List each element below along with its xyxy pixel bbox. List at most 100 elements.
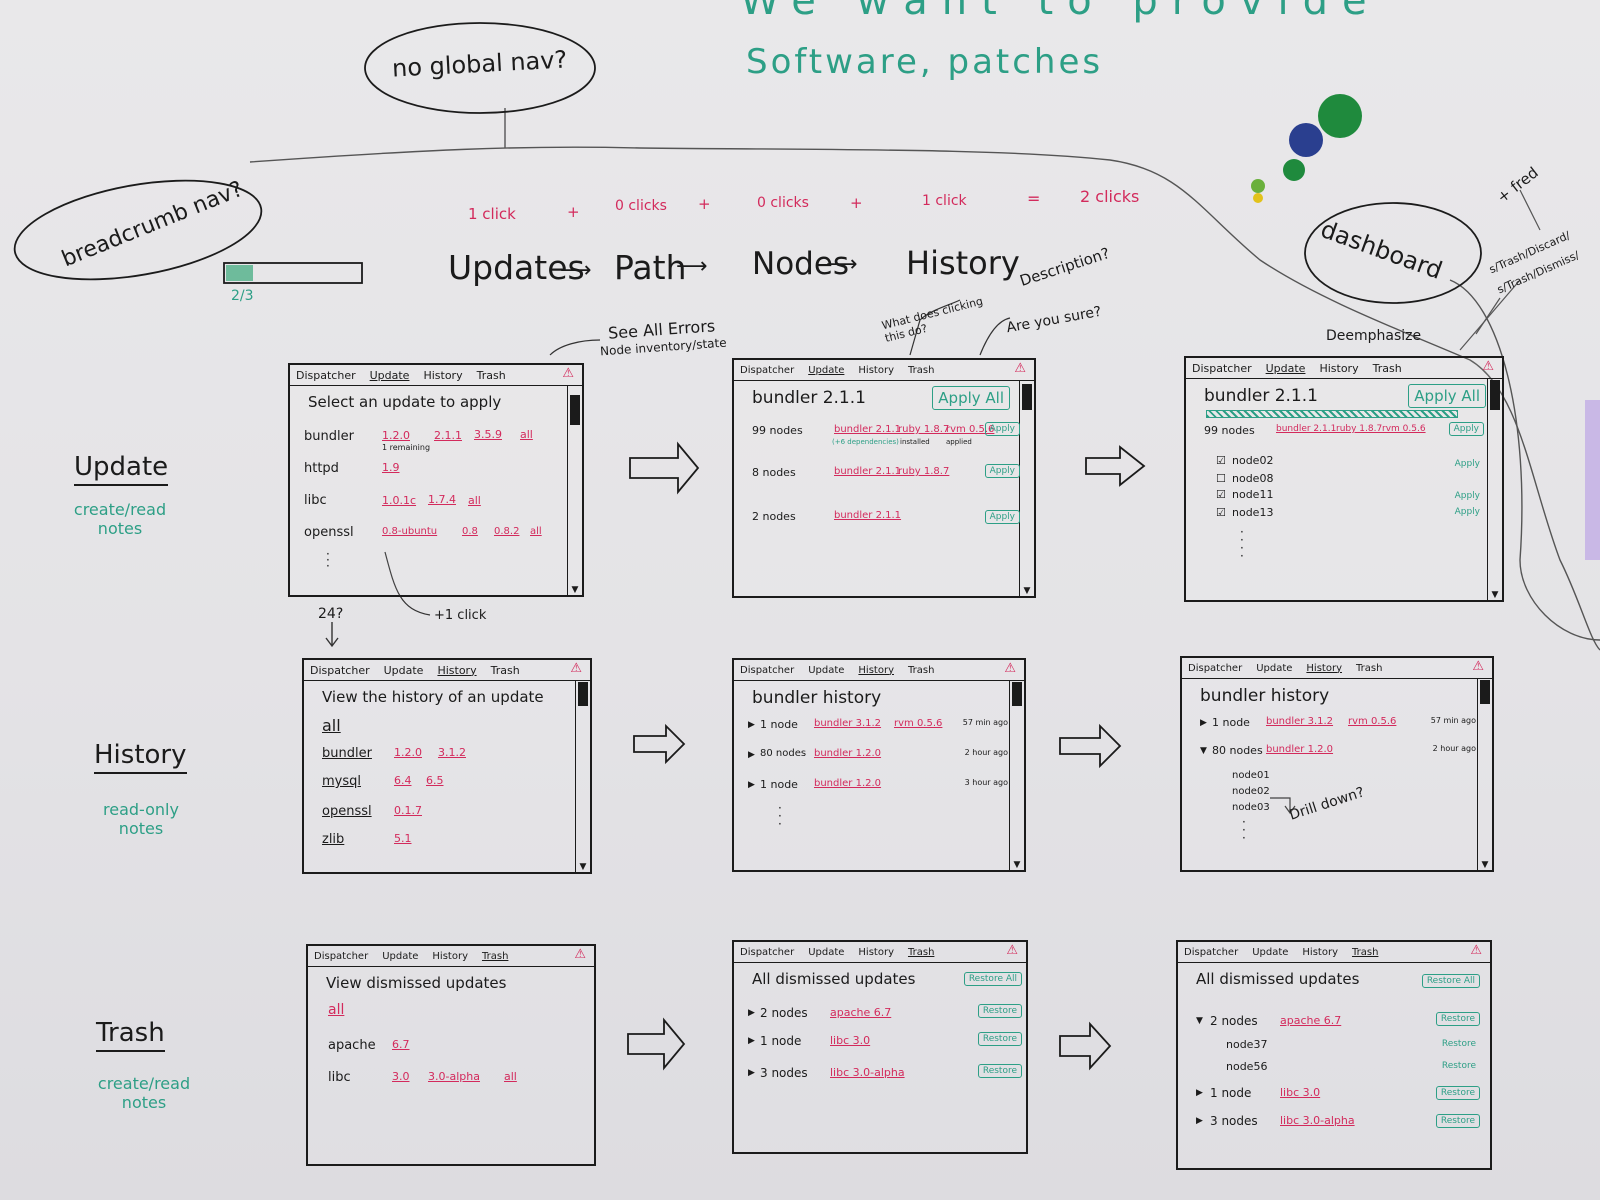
apply-button[interactable]: Apply xyxy=(984,464,1020,478)
version-link[interactable]: 3.5.9 xyxy=(474,428,502,441)
expand-arrow-icon[interactable]: ▶ xyxy=(748,720,755,730)
menu-trash[interactable]: Trash xyxy=(1355,662,1383,674)
all-link[interactable]: all xyxy=(504,1070,517,1083)
scrollbar[interactable]: ▼ xyxy=(567,385,582,595)
package-link[interactable]: ruby 1.8.7 xyxy=(1336,424,1383,434)
menu-update[interactable]: Update xyxy=(808,664,845,676)
package-link[interactable]: bundler 2.1.1 xyxy=(1276,424,1337,434)
version-link[interactable]: 1.2.0 xyxy=(382,429,410,442)
version-link[interactable]: 3.1.2 xyxy=(438,746,466,759)
all-link[interactable]: all xyxy=(468,494,481,507)
menu-history[interactable]: History xyxy=(1319,361,1359,375)
menu-trash[interactable]: Trash xyxy=(907,364,935,376)
history-row-name[interactable]: zlib xyxy=(322,832,345,847)
menu-history[interactable]: History xyxy=(1302,946,1338,958)
restore-button[interactable]: Restore xyxy=(1435,1086,1480,1100)
menu-trash[interactable]: Trash xyxy=(1351,946,1379,958)
alert-icon[interactable]: ⚠ xyxy=(1472,659,1484,674)
alert-icon[interactable]: ⚠ xyxy=(1482,359,1494,374)
menu-trash[interactable]: Trash xyxy=(476,368,506,382)
apply-button[interactable]: Apply xyxy=(984,422,1020,436)
menu-trash[interactable]: Trash xyxy=(1372,361,1402,375)
menu-update[interactable]: Update xyxy=(1252,946,1289,958)
node-checkbox[interactable]: ☑ xyxy=(1216,454,1226,467)
package-link[interactable]: rvm 0.5.6 xyxy=(1382,424,1426,434)
version-link[interactable]: 1.0.1c xyxy=(382,494,417,507)
package-link[interactable]: apache 6.7 xyxy=(1280,1014,1342,1027)
alert-icon[interactable]: ⚠ xyxy=(570,661,582,676)
alert-icon[interactable]: ⚠ xyxy=(1004,661,1016,676)
package-link[interactable]: bundler 1.2.0 xyxy=(1266,744,1334,755)
all-link[interactable]: all xyxy=(530,526,542,537)
apply-button[interactable]: Apply xyxy=(1454,491,1480,501)
package-link[interactable]: libc 3.0 xyxy=(1280,1086,1321,1099)
expand-arrow-icon[interactable]: ▶ xyxy=(748,1068,755,1078)
menu-history[interactable]: History xyxy=(858,364,894,376)
all-link[interactable]: all xyxy=(520,428,533,441)
version-link[interactable]: 1.2.0 xyxy=(394,746,422,759)
menu-history[interactable]: History xyxy=(858,664,894,676)
version-link[interactable]: 6.5 xyxy=(426,774,444,787)
node-checkbox[interactable]: ☐ xyxy=(1216,472,1226,485)
package-link[interactable]: bundler 1.2.0 xyxy=(814,778,882,789)
alert-icon[interactable]: ⚠ xyxy=(574,947,586,962)
version-link[interactable]: 6.4 xyxy=(394,774,412,787)
menu-history[interactable]: History xyxy=(432,950,468,962)
package-link[interactable]: bundler 2.1.1 xyxy=(834,424,902,435)
restore-button[interactable]: Restore xyxy=(1441,1061,1476,1071)
node-checkbox[interactable]: ☑ xyxy=(1216,506,1226,519)
restore-button[interactable]: Restore xyxy=(1441,1039,1476,1049)
collapse-arrow-icon[interactable]: ▼ xyxy=(1196,1016,1203,1026)
restore-all-button[interactable]: Restore All xyxy=(963,972,1022,986)
menu-history[interactable]: History xyxy=(1306,662,1342,674)
expand-arrow-icon[interactable]: ▶ xyxy=(748,750,755,760)
alert-icon[interactable]: ⚠ xyxy=(1470,943,1482,958)
scrollbar[interactable]: ▼ xyxy=(1019,380,1034,596)
package-link[interactable]: ruby 1.8.7 xyxy=(898,424,950,435)
expand-arrow-icon[interactable]: ▶ xyxy=(1196,1088,1203,1098)
version-link[interactable]: 3.0 xyxy=(392,1070,410,1083)
scrollbar[interactable]: ▼ xyxy=(1477,678,1492,870)
menu-update[interactable]: Update xyxy=(1256,662,1293,674)
expand-arrow-icon[interactable]: ▶ xyxy=(748,1036,755,1046)
all-link[interactable]: all xyxy=(328,1002,345,1018)
menu-update[interactable]: Update xyxy=(369,368,410,382)
restore-button[interactable]: Restore xyxy=(1435,1012,1480,1026)
version-link[interactable]: 0.1.7 xyxy=(394,804,422,817)
package-link[interactable]: bundler 1.2.0 xyxy=(814,748,882,759)
apply-button[interactable]: Apply xyxy=(984,510,1020,524)
apply-button[interactable]: Apply xyxy=(1448,422,1484,436)
menu-update[interactable]: Update xyxy=(808,364,845,376)
scrollbar[interactable]: ▼ xyxy=(1487,378,1502,600)
alert-icon[interactable]: ⚠ xyxy=(562,366,574,381)
package-link[interactable]: apache 6.7 xyxy=(830,1006,892,1019)
expand-arrow-icon[interactable]: ▶ xyxy=(1196,1116,1203,1126)
apply-all-button[interactable]: Apply All xyxy=(1408,384,1486,408)
node-name[interactable]: node01 xyxy=(1232,770,1270,781)
version-link[interactable]: 0.8.2 xyxy=(494,526,520,537)
version-link[interactable]: 0.8 xyxy=(462,526,478,537)
expand-arrow-icon[interactable]: ▶ xyxy=(748,780,755,790)
menu-trash[interactable]: Trash xyxy=(907,664,935,676)
restore-button[interactable]: Restore xyxy=(977,1064,1022,1078)
version-link[interactable]: 6.7 xyxy=(392,1038,410,1051)
package-link[interactable]: rvm 0.5.6 xyxy=(946,424,995,435)
alert-icon[interactable]: ⚠ xyxy=(1006,943,1018,958)
restore-button[interactable]: Restore xyxy=(1435,1114,1480,1128)
history-row-name[interactable]: mysql xyxy=(322,774,361,789)
history-row-name[interactable]: openssl xyxy=(322,804,372,819)
collapse-arrow-icon[interactable]: ▼ xyxy=(1200,746,1207,756)
all-link[interactable]: all xyxy=(322,716,341,735)
package-link[interactable]: rvm 0.5.6 xyxy=(894,718,943,729)
expand-arrow-icon[interactable]: ▶ xyxy=(748,1008,755,1018)
apply-button[interactable]: Apply xyxy=(1454,459,1480,469)
menu-history[interactable]: History xyxy=(423,368,463,382)
version-link[interactable]: 0.8-ubuntu xyxy=(382,526,438,537)
menu-trash[interactable]: Trash xyxy=(907,946,935,958)
menu-update[interactable]: Update xyxy=(1265,361,1306,375)
package-link[interactable]: libc 3.0 xyxy=(830,1034,871,1047)
node-checkbox[interactable]: ☑ xyxy=(1216,488,1226,501)
expand-arrow-icon[interactable]: ▶ xyxy=(1200,718,1207,728)
version-link[interactable]: 2.1.1 xyxy=(434,429,462,442)
apply-button[interactable]: Apply xyxy=(1454,507,1480,517)
